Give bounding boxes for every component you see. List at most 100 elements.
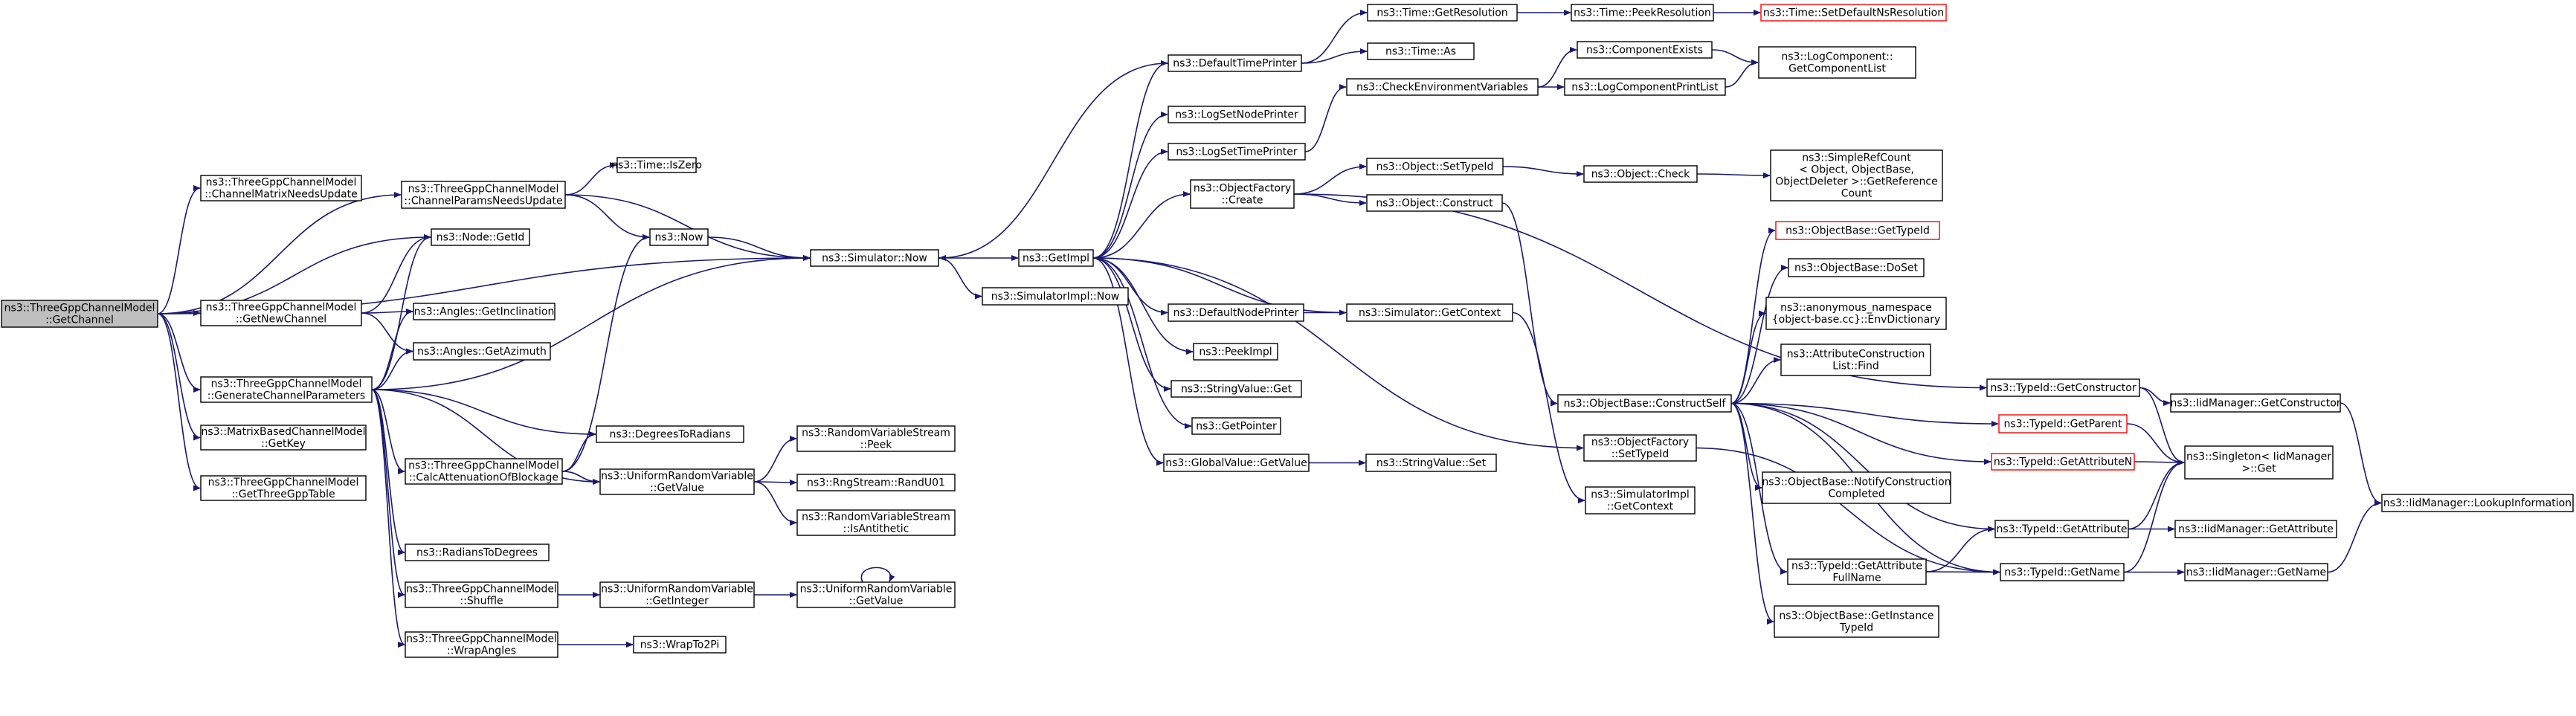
graph-node[interactable]: ns3::DegreesToRadians bbox=[596, 425, 744, 443]
graph-node[interactable]: ns3::Time::SetDefaultNsResolution bbox=[1760, 4, 1947, 22]
graph-node[interactable]: ns3::Object::Check bbox=[1583, 165, 1698, 183]
graph-node[interactable]: ns3::Simulator::Now bbox=[810, 249, 939, 267]
graph-node[interactable]: ns3::UniformRandomVariable::GetInteger bbox=[599, 581, 755, 608]
graph-node[interactable]: ns3::TypeId::GetConstructor bbox=[1986, 378, 2140, 397]
graph-edge bbox=[1725, 59, 1759, 88]
graph-node[interactable]: ns3::WrapTo2Pi bbox=[633, 636, 727, 654]
graph-node[interactable]: ns3::ThreeGppChannelModel::ChannelMatrix… bbox=[200, 175, 362, 201]
graph-node-box bbox=[1564, 78, 1726, 96]
graph-node[interactable]: ns3::ObjectFactory::SetTypeId bbox=[1583, 434, 1697, 462]
graph-node[interactable]: ns3::TypeId::GetName bbox=[2000, 563, 2125, 581]
graph-node[interactable]: ns3::Object::Construct bbox=[1366, 194, 1503, 212]
graph-node[interactable]: ns3::UniformRandomVariable::GetValue bbox=[796, 581, 956, 608]
graph-node[interactable]: ns3::Now bbox=[649, 228, 709, 246]
graph-node[interactable]: ns3::StringValue::Get bbox=[1171, 380, 1302, 398]
graph-node[interactable]: ns3::RngStream::RandU01 bbox=[796, 474, 956, 491]
graph-node-label: ns3::LogSetTimePrinter bbox=[1176, 146, 1298, 158]
graph-node[interactable]: ns3::UniformRandomVariable::GetValue bbox=[599, 468, 755, 495]
graph-node[interactable]: ns3::TypeId::GetAttribute bbox=[1994, 520, 2129, 538]
graph-node[interactable]: ns3::ThreeGppChannelModel::GetThreeGppTa… bbox=[200, 475, 367, 501]
graph-node[interactable]: ns3::Singleton< IidManager>::Get bbox=[2184, 445, 2334, 480]
graph-node-box bbox=[200, 175, 362, 201]
graph-node[interactable]: ns3::LogSetTimePrinter bbox=[1168, 143, 1306, 161]
graph-node[interactable]: ns3::SimulatorImpl::Now bbox=[982, 287, 1129, 306]
graph-node[interactable]: ns3::ThreeGppChannelModel::Shuffle bbox=[405, 581, 558, 608]
graph-node-box bbox=[405, 631, 558, 658]
graph-edge bbox=[1730, 402, 1774, 625]
graph-node-label: ns3::TypeId::GetName bbox=[2004, 567, 2119, 578]
graph-edge bbox=[2139, 387, 2171, 406]
graph-node[interactable]: ns3::DefaultNodePrinter bbox=[1168, 303, 1304, 322]
graph-edge bbox=[371, 389, 405, 474]
graph-node[interactable]: ns3::IidManager::GetAttribute bbox=[2174, 520, 2337, 538]
graph-node-box bbox=[1994, 520, 2129, 538]
graph-node[interactable]: ns3::ThreeGppChannelModel::GetNewChannel bbox=[200, 300, 362, 326]
graph-node-box bbox=[599, 581, 755, 608]
graph-node-box bbox=[1193, 343, 1278, 361]
graph-node[interactable]: ns3::SimulatorImpl::GetContext bbox=[1585, 486, 1696, 515]
graph-node[interactable]: ns3::ThreeGppChannelModel::ChannelParams… bbox=[401, 181, 566, 209]
graph-node-box bbox=[599, 468, 755, 495]
graph-node[interactable]: ns3::TypeId::GetParent bbox=[1998, 414, 2128, 433]
graph-node-label: ns3::SimpleRefCount bbox=[1802, 152, 1911, 164]
graph-node[interactable]: ns3::ObjectBase::ConstructSelf bbox=[1557, 394, 1732, 413]
graph-node-box bbox=[413, 303, 556, 320]
graph-node[interactable]: ns3::ThreeGppChannelModel::CalcAttenuati… bbox=[405, 458, 563, 485]
graph-node[interactable]: ns3::ComponentExists bbox=[1577, 41, 1713, 59]
graph-node[interactable]: ns3::ThreeGppChannelModel::GetChannel bbox=[1, 300, 158, 328]
graph-node[interactable]: ns3::LogComponentPrintList bbox=[1564, 78, 1726, 96]
graph-node[interactable]: ns3::IidManager::GetConstructor bbox=[2170, 393, 2341, 413]
graph-node[interactable]: ns3::RandomVariableStream::Peek bbox=[796, 425, 956, 452]
graph-node[interactable]: ns3::IidManager::GetName bbox=[2184, 563, 2328, 581]
graph-edge bbox=[1711, 49, 1759, 65]
graph-node[interactable]: ns3::LogSetNodePrinter bbox=[1168, 106, 1306, 123]
graph-edge bbox=[1092, 257, 1164, 466]
graph-node[interactable]: ns3::ObjectFactory::Create bbox=[1190, 179, 1295, 209]
node-layer: ns3::ThreeGppChannelModel::GetChannelns3… bbox=[1, 4, 2574, 658]
graph-node[interactable]: ns3::ObjectBase::NotifyConstructionCompl… bbox=[1762, 471, 1951, 504]
graph-node-box bbox=[1585, 486, 1696, 515]
graph-node[interactable]: ns3::Time::As bbox=[1367, 42, 1475, 60]
graph-node-label: ns3::CheckEnvironmentVariables bbox=[1356, 81, 1528, 93]
graph-node-label: ns3::ComponentExists bbox=[1586, 44, 1703, 56]
graph-edge bbox=[361, 312, 413, 355]
graph-node[interactable]: ns3::Simulator::GetContext bbox=[1346, 303, 1513, 322]
graph-node-label: ns3::ThreeGppChannelModel bbox=[408, 459, 559, 471]
graph-node[interactable]: ns3::CheckEnvironmentVariables bbox=[1346, 78, 1539, 96]
graph-node[interactable]: ns3::Time::GetResolution bbox=[1367, 4, 1518, 22]
graph-node[interactable]: ns3::Time::IsZero bbox=[611, 157, 702, 173]
graph-node[interactable]: ns3::IidManager::LookupInformation bbox=[2381, 494, 2574, 512]
graph-node-label: ns3::StringValue::Set bbox=[1376, 457, 1487, 469]
graph-node[interactable]: ns3::GlobalValue::GetValue bbox=[1163, 454, 1310, 472]
graph-node[interactable]: ns3::MatrixBasedChannelModel::GetKey bbox=[200, 425, 367, 451]
graph-node[interactable]: ns3::DefaultTimePrinter bbox=[1168, 54, 1302, 72]
graph-node[interactable]: ns3::SimpleRefCount< Object, ObjectBase,… bbox=[1770, 149, 1943, 201]
graph-node[interactable]: ns3::ThreeGppChannelModel::GenerateChann… bbox=[200, 376, 373, 403]
graph-node[interactable]: ns3::GetImpl bbox=[1018, 249, 1094, 267]
graph-node[interactable]: ns3::LogComponent::GetComponentList bbox=[1758, 46, 1916, 79]
graph-node[interactable]: ns3::TypeId::GetAttributeN bbox=[1991, 453, 2135, 471]
graph-node-box bbox=[1762, 471, 1951, 504]
graph-node[interactable]: ns3::anonymous_namespace{object-base.cc}… bbox=[1765, 297, 1947, 330]
graph-node[interactable]: ns3::PeekImpl bbox=[1193, 343, 1278, 361]
graph-node[interactable]: ns3::Object::SetTypeId bbox=[1366, 158, 1504, 175]
graph-node[interactable]: ns3::GetPointer bbox=[1191, 417, 1281, 435]
graph-node[interactable]: ns3::Node::GetId bbox=[431, 228, 530, 246]
graph-node[interactable]: ns3::Time::PeekResolution bbox=[1571, 4, 1714, 22]
graph-node[interactable]: ns3::ObjectBase::GetTypeId bbox=[1775, 221, 1940, 240]
graph-node[interactable]: ns3::ObjectBase::DoSet bbox=[1788, 258, 1925, 277]
graph-node[interactable]: ns3::StringValue::Set bbox=[1365, 454, 1497, 472]
graph-node[interactable]: ns3::Angles::GetAzimuth bbox=[413, 342, 551, 361]
graph-node[interactable]: ns3::Angles::GetInclination bbox=[413, 303, 556, 320]
graph-node[interactable]: ns3::RadiansToDegrees bbox=[405, 544, 550, 561]
graph-node-label: TypeId bbox=[1839, 622, 1873, 633]
graph-node-label: ns3::Angles::GetAzimuth bbox=[417, 346, 547, 358]
graph-node-label: ns3::Object::Construct bbox=[1376, 197, 1493, 209]
graph-node[interactable]: ns3::RandomVariableStream::IsAntithetic bbox=[796, 509, 956, 536]
graph-node-box bbox=[810, 249, 939, 267]
graph-node[interactable]: ns3::ThreeGppChannelModel::WrapAngles bbox=[405, 631, 558, 658]
